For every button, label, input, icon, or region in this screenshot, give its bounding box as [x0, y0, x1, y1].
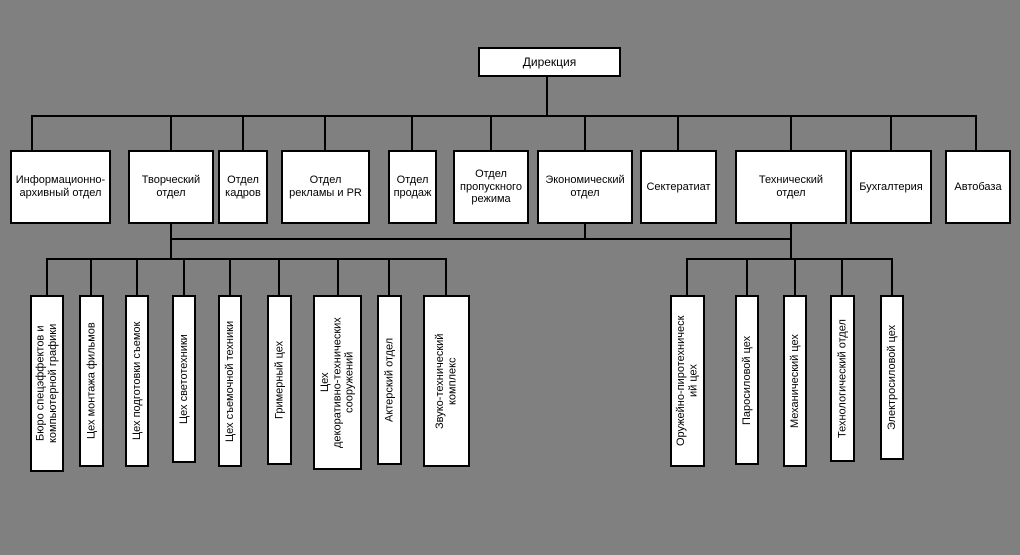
connector	[546, 77, 548, 117]
connector	[46, 258, 48, 295]
connector	[183, 258, 185, 295]
unit-actors[interactable]: Актерский отдел	[377, 295, 402, 465]
unit-electric-power[interactable]: Электросиловой цех	[880, 295, 904, 460]
connector	[46, 258, 447, 260]
dept-motor-pool[interactable]: Автобаза	[945, 150, 1011, 224]
connector	[242, 115, 244, 150]
unit-shoot-prep[interactable]: Цех подготовки съемок	[125, 295, 149, 467]
dept-accounting[interactable]: Бухгалтерия	[850, 150, 932, 224]
unit-set-construction[interactable]: Цех декоративно-технических сооружений	[313, 295, 362, 470]
unit-lighting[interactable]: Цех светотехники	[172, 295, 196, 463]
unit-makeup[interactable]: Гримерный цех	[267, 295, 292, 465]
dept-sales[interactable]: Отдел продаж	[388, 150, 437, 224]
connector	[841, 258, 843, 295]
unit-film-editing[interactable]: Цех монтажа фильмов	[79, 295, 104, 467]
org-box-direction[interactable]: Дирекция	[478, 47, 621, 77]
connector	[337, 258, 339, 295]
connector	[136, 258, 138, 295]
connector	[445, 258, 447, 295]
dept-economic[interactable]: Экономический отдел	[537, 150, 633, 224]
connector	[411, 115, 413, 150]
connector	[790, 115, 792, 150]
unit-weapons-pyro[interactable]: Оружейно-пиротехническ ий цех	[670, 295, 705, 467]
dept-access-control[interactable]: Отдел пропускного режима	[453, 150, 529, 224]
connector	[490, 115, 492, 150]
connector	[170, 224, 172, 260]
dept-hr[interactable]: Отдел кадров	[218, 150, 268, 224]
connector	[170, 115, 172, 150]
connector	[388, 258, 390, 295]
connector	[32, 115, 977, 117]
connector	[170, 238, 792, 240]
connector	[790, 224, 792, 260]
unit-camera-tech[interactable]: Цех съемочной техники	[218, 295, 242, 467]
connector	[278, 258, 280, 295]
unit-technological[interactable]: Технологический отдел	[830, 295, 855, 462]
connector	[677, 115, 679, 150]
connector	[686, 258, 893, 260]
unit-sfx-cg-bureau[interactable]: Бюро спецэффектов и компьютерной графики	[30, 295, 64, 472]
connector	[891, 258, 893, 295]
dept-creative[interactable]: Творческий отдел	[128, 150, 214, 224]
dept-ads-pr[interactable]: Отдел рекламы и PR	[281, 150, 370, 224]
connector	[746, 258, 748, 295]
connector	[584, 224, 586, 240]
connector	[975, 115, 977, 150]
unit-mechanical[interactable]: Механический цех	[783, 295, 807, 467]
dept-technical[interactable]: Технический отдел	[735, 150, 847, 224]
unit-steam-power[interactable]: Паросиловой цех	[735, 295, 759, 465]
dept-info-archive[interactable]: Информационно- архивный отдел	[10, 150, 111, 224]
connector	[229, 258, 231, 295]
connector	[890, 115, 892, 150]
dept-secretariat[interactable]: Сектератиат	[640, 150, 717, 224]
connector	[584, 115, 586, 150]
unit-sound-tech[interactable]: Звуко-технический комплекс	[423, 295, 470, 467]
connector	[90, 258, 92, 295]
connector	[794, 258, 796, 295]
connector	[324, 115, 326, 150]
connector	[686, 258, 688, 295]
connector	[31, 115, 33, 150]
